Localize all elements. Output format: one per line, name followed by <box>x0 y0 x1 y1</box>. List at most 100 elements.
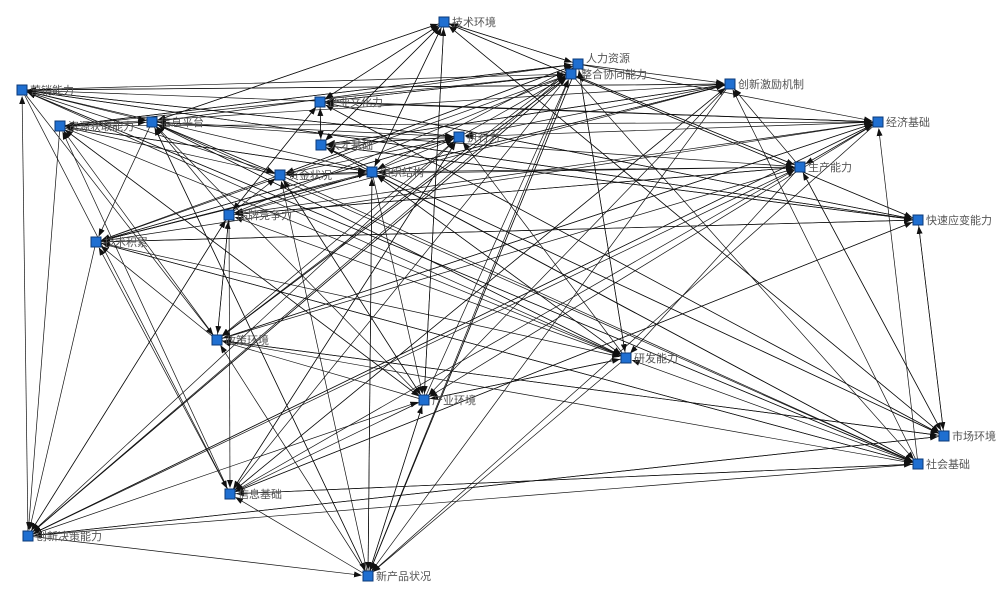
node-chanye_huanjing[interactable]: 产业环境 <box>418 393 476 407</box>
edge-qiye_wenhua-to-jishu_huanjing <box>319 25 439 103</box>
node-ziyuan_huoqu[interactable]: 资源获取能力 <box>54 119 134 133</box>
edge-shichang_huanjing-to-kuaisu_yingbian <box>916 225 945 437</box>
edge-yingxiao_nengli-to-xinxi_jichu <box>21 89 228 489</box>
edge-xinchanpin-to-zhenghe_xietong <box>367 79 569 577</box>
node-square-zhixing_li[interactable] <box>453 131 465 143</box>
node-square-rencai_jichu[interactable] <box>315 139 327 151</box>
edge-kuaisu_yingbian-to-rencai_jichu <box>326 143 919 221</box>
node-square-chanye_huanjing[interactable] <box>418 394 430 406</box>
edge-xinchanpin-to-xinxi_pingtai <box>154 127 369 577</box>
node-zhenghe_xietong[interactable]: 整合协同能力 <box>565 67 647 81</box>
edge-shichang_huanjing-to-shengchan_nengli <box>802 172 945 437</box>
node-square-shichang_huanjing[interactable] <box>938 430 950 442</box>
node-pinpai_jingzheng[interactable]: 品牌竞争力 <box>223 208 292 222</box>
edge-shengchan_nengli-to-zhenghe_xietong <box>576 76 801 168</box>
node-chuangxin_jili[interactable]: 创新激励机制 <box>724 77 804 91</box>
node-qiye_wenhua[interactable]: 企业文化力 <box>314 95 383 109</box>
edge-shehui_jichu-to-yanfa_nengli <box>631 359 919 465</box>
node-shengchan_nengli[interactable]: 生产能力 <box>794 160 852 174</box>
node-yingxiao_nengli[interactable]: 营销能力 <box>16 83 74 97</box>
node-jingji_jichu[interactable]: 经济基础 <box>872 115 930 129</box>
edge-zhengce_huanjing-to-jishu_jilei <box>100 245 218 341</box>
edge-zhengce_huanjing-to-renli_ziyuan <box>216 67 574 341</box>
node-chuangxin_juece[interactable]: 创新决策能力 <box>22 529 102 543</box>
node-shehui_jichu[interactable]: 社会基础 <box>912 457 970 471</box>
node-label-shichang_huanjing: 市场环境 <box>952 429 996 443</box>
node-xinxi_pingtai[interactable]: 信息平台 <box>146 115 204 129</box>
edge-yingxiao_nengli-to-zhenghe_xietong <box>21 71 565 91</box>
edge-shengchan_nengli-to-chuangxin_jili <box>733 88 801 168</box>
node-square-yanfa_nengli[interactable] <box>620 352 632 364</box>
edge-rencai_jichu-to-qiye_wenhua <box>317 108 324 146</box>
node-zhixing_li[interactable]: 执行力 <box>453 130 500 144</box>
node-zuzhi_jiegou[interactable]: 组织结构 <box>366 165 424 179</box>
node-label-jishu_huanjing: 技术环境 <box>452 15 496 29</box>
node-rencai_jichu[interactable]: 人才基础 <box>315 138 373 152</box>
edge-pinpai_jingzheng-to-xinxi_pingtai <box>155 126 230 216</box>
node-square-chuangxin_jili[interactable] <box>724 78 736 90</box>
node-square-xinxi_jichu[interactable] <box>224 488 236 500</box>
edge-chuangxin_juece-to-jingji_jichu <box>27 124 873 537</box>
node-renli_ziyuan[interactable]: 人力资源 <box>572 51 630 70</box>
node-square-yingxiao_nengli[interactable] <box>16 84 28 96</box>
edge-xinxi_pingtai-to-renli_ziyuan <box>151 62 573 123</box>
edge-yanfa_nengli-to-xinchanpin <box>372 357 627 573</box>
edge-zuzhi_jiegou-to-ziyuan_huoqu <box>65 125 373 173</box>
node-square-jishu_jilei[interactable] <box>90 236 102 248</box>
node-square-zhenghe_xietong[interactable] <box>565 68 577 80</box>
edge-chuangxin_juece-to-chanye_huanjing <box>27 401 419 537</box>
node-square-kuaisu_yingbian[interactable] <box>912 214 924 226</box>
node-jishu_huanjing[interactable]: 技术环境 <box>438 15 496 29</box>
node-square-shehui_jichu[interactable] <box>912 458 924 470</box>
node-square-renli_ziyuan[interactable] <box>572 58 584 70</box>
node-square-ziyuan_huoqu[interactable] <box>54 120 66 132</box>
edge-xinxi_jichu-to-shengchan_nengli <box>229 170 795 495</box>
edge-xinxi_pingtai-to-shehui_jichu <box>151 121 913 462</box>
edge-xinxi_jichu-to-ziyuan_huoqu <box>62 131 231 495</box>
edge-kuaisu_yingbian-to-yingxiao_nengli <box>27 89 919 221</box>
node-square-pinpai_jingzheng[interactable] <box>223 209 235 221</box>
edge-chuangxin_jili-to-chanye_huanjing <box>428 83 731 396</box>
edge-xinchanpin-to-chanye_huanjing <box>367 405 423 577</box>
edge-xinchanpin-to-zuzhi_jiegou <box>367 178 375 577</box>
node-square-qiye_wenhua[interactable] <box>314 96 326 108</box>
node-square-jishu_huanjing[interactable] <box>438 16 450 28</box>
edge-shichang_huanjing-to-jishu_huanjing <box>448 25 945 437</box>
node-square-jingji_jichu[interactable] <box>872 116 884 128</box>
node-square-xinxi_pingtai[interactable] <box>146 116 158 128</box>
node-label-shengchan_nengli: 生产能力 <box>808 160 852 174</box>
edge-jishu_jilei-to-zhixing_li <box>95 137 454 243</box>
node-square-shengchan_nengli[interactable] <box>794 161 806 173</box>
edge-zijin_zhuangkuang-to-xinxi_pingtai <box>157 124 281 176</box>
node-kuaisu_yingbian[interactable]: 快速应变能力 <box>912 213 992 227</box>
node-label-yingxiao_nengli: 营销能力 <box>30 83 74 97</box>
edge-zhenghe_xietong-to-jishu_jilei <box>101 73 572 241</box>
node-shichang_huanjing[interactable]: 市场环境 <box>938 429 996 443</box>
node-square-zuzhi_jiegou[interactable] <box>366 166 378 178</box>
node-square-chuangxin_juece[interactable] <box>22 530 34 542</box>
node-label-xinxi_pingtai: 信息平台 <box>160 115 204 129</box>
edge-xinchanpin-to-xinxi_jichu <box>235 497 369 577</box>
node-square-xinchanpin[interactable] <box>362 570 374 582</box>
node-zijin_zhuangkuang[interactable]: 资金状况 <box>274 168 332 182</box>
edge-chanye_huanjing-to-ziyuan_huoqu <box>64 129 425 401</box>
node-zhengce_huanjing[interactable]: 政策环境 <box>211 333 269 347</box>
node-xinchanpin[interactable]: 新产品状况 <box>362 569 431 583</box>
edge-xinxi_pingtai-to-jishu_huanjing <box>151 23 439 123</box>
node-label-chuangxin_juece: 创新决策能力 <box>36 529 102 543</box>
node-label-yanfa_nengli: 研发能力 <box>634 351 678 365</box>
edge-chanye_huanjing-to-zhenghe_xietong <box>423 79 569 401</box>
node-xinxi_jichu[interactable]: 信息基础 <box>224 487 282 501</box>
edge-jingji_jichu-to-zhixing_li <box>465 121 879 140</box>
node-label-xinxi_jichu: 信息基础 <box>238 487 282 501</box>
node-yanfa_nengli[interactable]: 研发能力 <box>620 351 678 365</box>
edge-chanye_huanjing-to-zhengce_huanjing <box>222 340 425 401</box>
edge-shehui_jichu-to-jingji_jichu <box>876 128 919 465</box>
edge-xinxi_jichu-to-chuangxin_jili <box>229 87 726 495</box>
node-label-shehui_jichu: 社会基础 <box>926 457 970 471</box>
edge-yanfa_nengli-to-yingxiao_nengli <box>27 92 627 359</box>
edge-shehui_jichu-to-jishu_jilei <box>101 242 919 465</box>
node-square-zhengce_huanjing[interactable] <box>211 334 223 346</box>
node-jishu_jilei[interactable]: 技术积累 <box>90 236 148 249</box>
node-square-zijin_zhuangkuang[interactable] <box>274 169 286 181</box>
